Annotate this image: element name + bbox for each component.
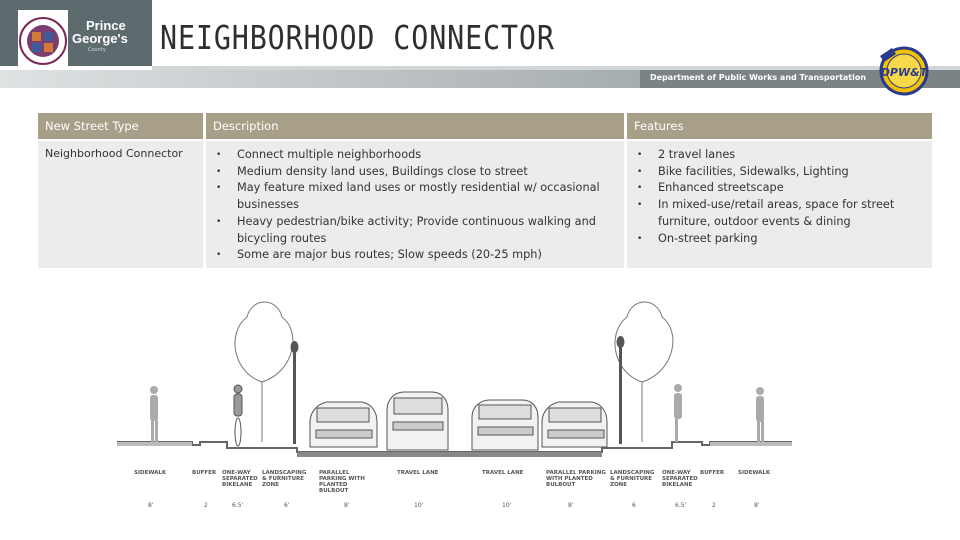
zone-width: 8' — [568, 502, 574, 509]
zone-label-travel-lane: TRAVEL LANE — [482, 470, 524, 476]
zone-width: 8' — [148, 502, 154, 509]
list-item: On-street parking — [634, 231, 925, 248]
zone-label-bikelane: ONE-WAY SEPARATED BIKELANE — [222, 470, 258, 488]
sidewalk-right — [710, 442, 792, 446]
list-item: Heavy pedestrian/bike activity; Provide … — [213, 214, 617, 247]
county-logo[interactable]: Prince George's County — [0, 0, 152, 72]
zone-width: 6 — [632, 502, 636, 509]
ground-profile — [117, 441, 792, 453]
list-item: May feature mixed land uses or mostly re… — [213, 180, 617, 213]
street-light-icon — [616, 336, 625, 444]
zone-width: 2 — [204, 502, 208, 509]
tree-icon — [234, 301, 294, 442]
description-cell: Connect multiple neighborhoods Medium de… — [206, 139, 627, 268]
pedestrian-icon — [150, 386, 158, 442]
zone-label-parking: PARALLEL PARKING WITH PLANTED BULBOUT — [319, 470, 365, 494]
features-cell: 2 travel lanes Bike facilities, Sidewalk… — [627, 139, 932, 268]
header: Prince George's County NEIGHBORHOOD CONN… — [0, 0, 960, 100]
county-seal-icon — [18, 10, 68, 72]
zone-width: 10' — [414, 502, 424, 509]
department-name: Department of Public Works and Transport… — [650, 73, 867, 82]
car-icon — [541, 401, 608, 448]
car-icon — [386, 391, 449, 451]
street-cross-section: SIDEWALK BUFFER ONE-WAY SEPARATED BIKELA… — [112, 292, 802, 522]
list-item: Some are major bus routes; Slow speeds (… — [213, 247, 617, 264]
zone-label-parking: PARALLEL PARKING WITH PLANTED BULBOUT — [546, 470, 606, 488]
street-type-cell: Neighborhood Connector — [38, 139, 206, 268]
zone-width: 6' — [284, 502, 290, 509]
page-title: NEIGHBORHOOD CONNECTOR — [160, 18, 555, 57]
street-light-icon — [290, 341, 299, 444]
list-item: Medium density land uses, Buildings clos… — [213, 164, 617, 181]
zone-width: 8' — [344, 502, 350, 509]
logo-prince-text: Prince — [86, 18, 126, 33]
cross-section-drawing — [117, 301, 792, 457]
tree-icon — [614, 301, 674, 442]
zone-width: 8' — [754, 502, 760, 509]
car-icon — [309, 401, 378, 448]
zone-width: 6.5' — [232, 502, 244, 509]
zone-width: 6.5' — [675, 502, 687, 509]
header-band-top — [152, 66, 960, 70]
zone-label-travel-lane: TRAVEL LANE — [397, 470, 439, 476]
zone-width: 2 — [712, 502, 716, 509]
zone-label-buffer: BUFFER — [700, 470, 725, 476]
zone-label-sidewalk: SIDEWALK — [738, 470, 771, 476]
list-item: In mixed-use/retail areas, space for str… — [634, 197, 925, 230]
zone-width: 10' — [502, 502, 512, 509]
zone-label-furniture: LANDSCAPING & FURNITURE ZONE — [610, 470, 655, 488]
street-type-table: New Street Type Description Features Nei… — [38, 113, 932, 268]
logo-county-text: County — [88, 47, 106, 53]
dpwt-badge-text: DPW&T — [881, 66, 929, 79]
cyclist-icon — [233, 384, 243, 447]
list-item: Enhanced streetscape — [634, 180, 925, 197]
zone-label-buffer: BUFFER — [192, 470, 217, 476]
table-row: Neighborhood Connector Connect multiple … — [38, 139, 932, 268]
sidewalk-left — [117, 442, 192, 446]
header-features: Features — [627, 113, 932, 139]
zone-label-bikelane: ONE-WAY SEPARATED BIKELANE — [662, 470, 698, 488]
logo-georges-text: George's — [72, 31, 128, 46]
header-new-street-type: New Street Type — [38, 113, 206, 139]
table-header-row: New Street Type Description Features — [38, 113, 932, 139]
zone-label-sidewalk: SIDEWALK — [134, 470, 167, 476]
pedestrian-icon — [674, 384, 682, 442]
features-list: 2 travel lanes Bike facilities, Sidewalk… — [634, 147, 925, 247]
dpwt-logo-icon[interactable]: DPW&T — [872, 42, 934, 96]
car-icon — [471, 399, 539, 451]
list-item: 2 travel lanes — [634, 147, 925, 164]
description-list: Connect multiple neighborhoods Medium de… — [213, 147, 617, 264]
list-item: Connect multiple neighborhoods — [213, 147, 617, 164]
pedestrian-icon — [756, 387, 764, 442]
zone-label-furniture: LANDSCAPING & FURNITURE ZONE — [262, 470, 307, 488]
header-description: Description — [206, 113, 627, 139]
header-band-gradient — [0, 70, 640, 88]
roadway-surface — [297, 452, 602, 457]
list-item: Bike facilities, Sidewalks, Lighting — [634, 164, 925, 181]
